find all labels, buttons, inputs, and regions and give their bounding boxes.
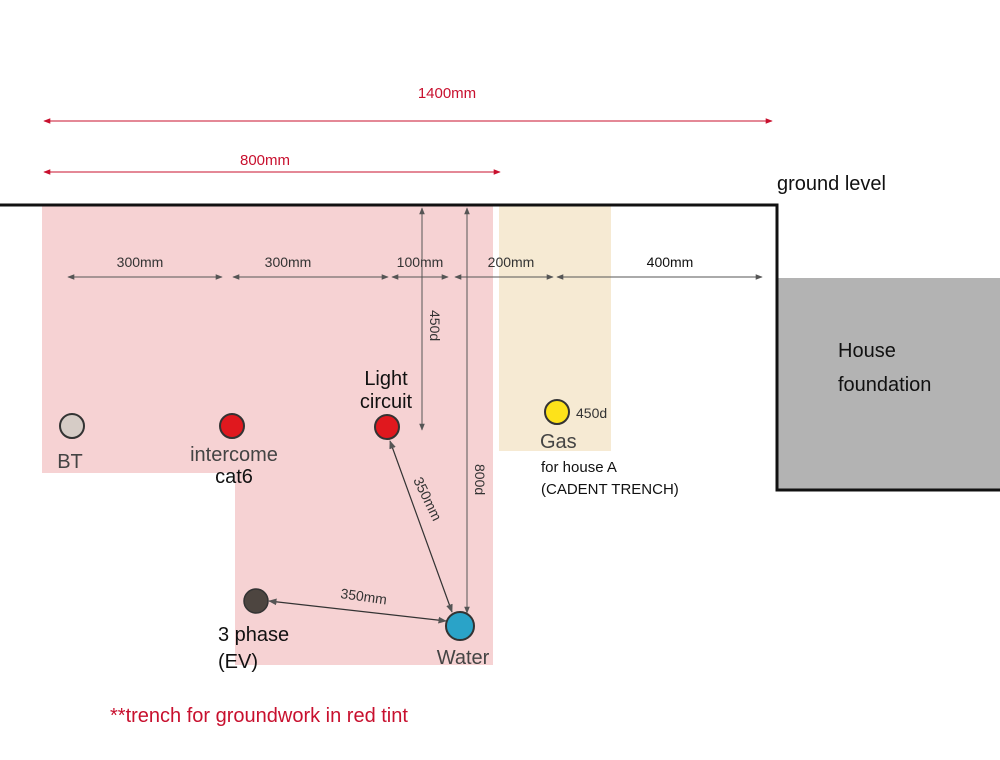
gas-label: Gas	[540, 431, 577, 453]
light-circuit-label-line1: Light	[364, 368, 408, 390]
footnote: **trench for groundwork in red tint	[110, 705, 408, 727]
gas-depth-label: 450d	[576, 405, 607, 421]
ev-label-line2: (EV)	[218, 651, 258, 673]
light-circuit-duct-icon	[374, 414, 400, 440]
ground-level-line	[0, 203, 1000, 492]
house-foundation	[778, 278, 1000, 490]
ev-cable-duct-icon	[243, 588, 269, 614]
water-label: Water	[437, 647, 490, 669]
light-depth-label: 450d	[427, 310, 443, 341]
ev-to-water-line	[268, 598, 447, 624]
intercom-label-line2: cat6	[215, 466, 253, 488]
gas-note-line1: for house A	[541, 459, 617, 476]
light-circuit-label-line2: circuit	[360, 391, 413, 413]
spacing-3-label: 100mm	[397, 254, 444, 270]
bt-duct-icon	[59, 413, 85, 439]
house-label-line2: foundation	[838, 374, 931, 396]
spacing-4-label: 200mm	[488, 254, 535, 270]
ev-to-water-label: 350mm	[340, 585, 388, 607]
overall-dimension-label: 1400mm	[418, 85, 476, 102]
bt-label: BT	[57, 451, 83, 473]
water-depth-label: 800d	[472, 464, 488, 495]
gas-pipe-icon	[544, 399, 570, 425]
spacing-1-label: 300mm	[117, 254, 164, 270]
gas-note-line2: (CADENT TRENCH)	[541, 481, 679, 498]
intercom-label-line1: intercome	[190, 444, 278, 466]
light-to-water-line	[389, 440, 453, 613]
groundwork-trench	[42, 205, 493, 665]
house-label-line1: House	[838, 340, 896, 362]
water-pipe-icon	[445, 611, 475, 641]
spacing-2-label: 300mm	[265, 254, 312, 270]
intercom-duct-icon	[219, 413, 245, 439]
ev-label-line1: 3 phase	[218, 624, 289, 646]
trench-width-dimension-label: 800mm	[240, 152, 290, 169]
ground-level-label: ground level	[777, 173, 886, 195]
spacing-5-label: 400mm	[647, 254, 694, 270]
